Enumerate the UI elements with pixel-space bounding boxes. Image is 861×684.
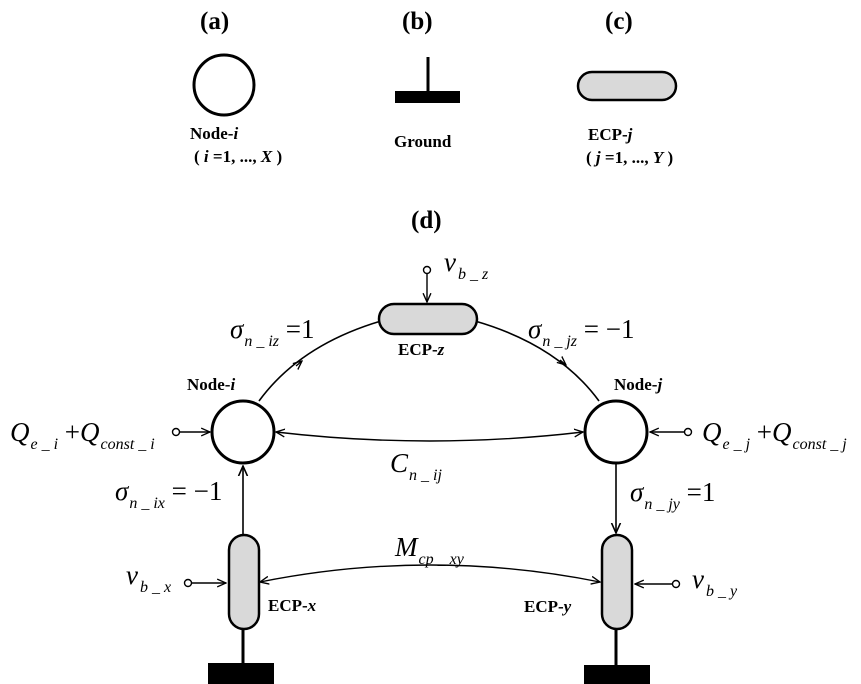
v-bx-terminal — [183, 578, 193, 588]
ecp-y — [600, 533, 634, 631]
node-j — [583, 399, 649, 465]
node-i — [210, 399, 276, 465]
ecp-y-label: ECP-y — [524, 597, 572, 616]
node-i-label: Node-i — [187, 375, 235, 394]
ecp-z — [377, 302, 479, 336]
arc-node-i-to-ecp-z — [258, 320, 382, 402]
arrow-sigma-iz — [296, 361, 302, 366]
arc-ecp-z-to-node-j — [474, 320, 600, 402]
c-n-ij-label: Cn _ ij — [390, 448, 442, 484]
diagram-heading: (d) — [411, 207, 442, 234]
q-i-terminal — [171, 427, 181, 437]
m-cp-xy-label: Mcp _ xy — [394, 532, 465, 568]
legend-node-range: ( i =1, ..., X ) — [194, 147, 282, 166]
sigma-jz-label: σn _ jz = −1 — [528, 314, 634, 350]
q-j-label: Qe _ j +Qconst _ j — [702, 417, 847, 453]
legend-a-heading: (a) — [200, 8, 229, 35]
ecp-z-label: ECP-z — [398, 340, 445, 359]
sigma-jy-label: σn _ jy =1 — [630, 477, 715, 513]
ecp-x-label: ECP-x — [268, 596, 317, 615]
sigma-ix-label: σn _ ix = −1 — [115, 476, 222, 512]
legend-b-heading: (b) — [402, 8, 433, 35]
arc-c-n-ij — [276, 432, 583, 442]
q-i-label: Qe _ i +Qconst _ i — [10, 417, 155, 453]
legend-ecp-range: ( j =1, ..., Y ) — [586, 148, 673, 167]
ground-x — [208, 663, 274, 684]
legend-ecp-label: ECP-j — [588, 125, 633, 144]
v-by-terminal — [671, 579, 681, 589]
legend-node-symbol — [192, 53, 256, 117]
legend-node-label: Node-i — [190, 124, 238, 143]
arrow-sigma-jz — [560, 360, 566, 365]
node-j-label: Node-j — [614, 375, 662, 394]
legend-ecp-symbol — [576, 70, 678, 102]
ground-y — [584, 665, 650, 684]
sigma-iz-label: σn _ iz =1 — [230, 314, 314, 350]
q-j-terminal — [683, 427, 693, 437]
arc-m-cp-xy — [260, 564, 600, 582]
v-bz-terminal — [422, 265, 432, 275]
legend-c-heading: (c) — [605, 8, 633, 35]
legend-ground-label: Ground — [394, 132, 452, 151]
ecp-x — [227, 533, 261, 631]
legend-ground-symbol — [395, 57, 460, 103]
